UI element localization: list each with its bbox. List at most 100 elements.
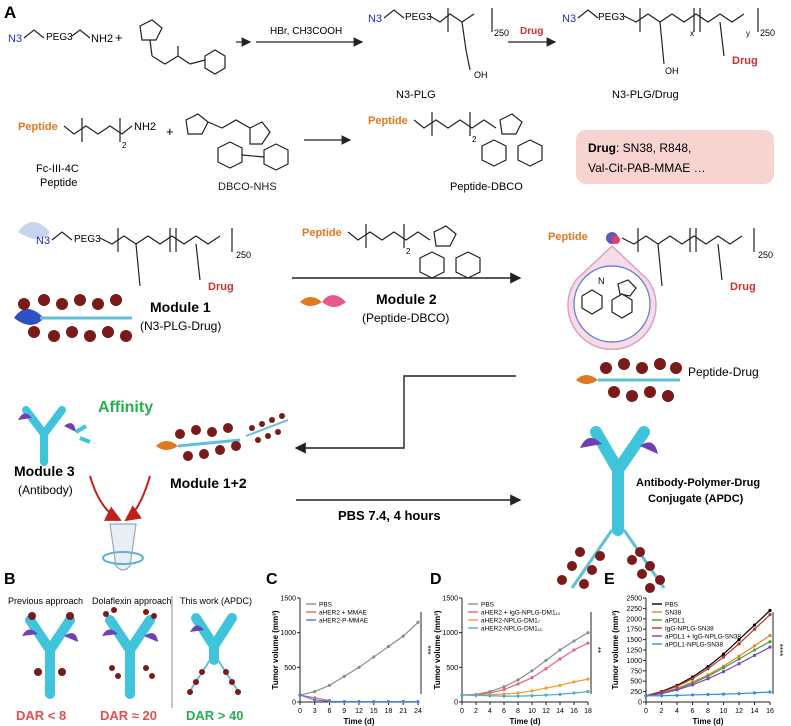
data-point: [572, 639, 576, 643]
x-tick-label: 10: [528, 708, 536, 715]
conjugate-structure: Peptide 250 Drug: [548, 228, 773, 293]
data-point: [357, 665, 361, 669]
legend-entry: PBS: [319, 602, 333, 609]
y-tick-label: 250: [630, 689, 642, 696]
peptide-label-1: Peptide: [18, 121, 58, 133]
peptide-dbco-label: Peptide-DBCO: [450, 181, 523, 193]
x-tick-label: 24: [414, 708, 422, 715]
drug-label-row1: Drug: [732, 55, 758, 67]
data-point: [357, 700, 361, 704]
data-point: [327, 699, 332, 703]
data-point: [752, 653, 757, 658]
oh-label-3: OH: [665, 66, 679, 76]
legend-entry: aHER2-P-MMAE: [319, 618, 369, 625]
dar-previous: DAR < 8: [16, 708, 66, 723]
x-tick-label: 16: [570, 708, 578, 715]
n250-label-5: 250: [758, 250, 773, 260]
x-tick-label: 6: [691, 708, 695, 715]
panelb-col2-label: Dolaflexin approach: [92, 596, 172, 606]
x-tick-label: 12: [542, 708, 550, 715]
series-line: [461, 642, 589, 696]
x-tick-label: 4: [675, 708, 679, 715]
data-point: [544, 693, 548, 697]
data-point: [558, 648, 562, 652]
data-point: [386, 644, 391, 649]
data-point: [752, 627, 757, 631]
data-point: [530, 694, 534, 698]
apdc-this-work-cartoon: [187, 613, 241, 695]
series-line: [299, 621, 419, 696]
drug-label-conjugate: Drug: [730, 281, 756, 293]
data-point: [659, 694, 664, 698]
x-tick-label: 0: [460, 708, 464, 715]
data-point: [460, 693, 464, 697]
data-point: [544, 667, 548, 671]
data-point: [530, 669, 534, 673]
x-tick-label: 9: [342, 708, 346, 715]
drug-list-box: Drug: SN38, R848, Val-Cit-PAB-MMAE …: [576, 130, 774, 184]
data-point: [586, 677, 590, 681]
drug-box-line2: Val-Cit-PAB-MMAE …: [588, 161, 706, 175]
y-tick-label: 1000: [280, 630, 296, 637]
x-tick-label: 15: [370, 708, 378, 715]
data-point: [737, 638, 741, 642]
panel-label-d: D: [430, 571, 442, 588]
data-point: [768, 640, 772, 644]
module1-label: Module 1: [150, 299, 211, 315]
data-point: [342, 674, 346, 678]
y-sub-label: y: [746, 29, 750, 38]
x-sub-label: x: [690, 29, 694, 38]
x-tick-label: 2: [660, 708, 664, 715]
oh-label: OH: [474, 70, 488, 80]
data-point: [342, 700, 346, 704]
data-point: [401, 700, 405, 704]
apdc-label-1: Antibody-Polymer-Drug: [636, 477, 760, 489]
y-tick-label: 1750: [626, 627, 642, 634]
data-point: [298, 693, 302, 697]
peptide-drug-cartoon: [576, 358, 682, 402]
data-point: [706, 677, 710, 681]
n3-plg-drug-structure: N3 PEG3 x y 250 OH Drug N3-PLG/Drug: [562, 8, 775, 101]
x-tick-label: 12: [735, 708, 743, 715]
y-axis-label: Tumor volume (mm³): [433, 610, 442, 689]
x-tick-label: 8: [516, 708, 520, 715]
data-point: [737, 654, 741, 658]
x-tick-label: 2: [474, 708, 478, 715]
sub2-label-3: 2: [406, 247, 411, 256]
module1-cartoon: [14, 294, 132, 342]
data-point: [675, 688, 679, 692]
legend-entry: IgG-NPLG-SN38: [665, 626, 714, 633]
click-triazole-zoom: N: [567, 244, 657, 350]
x-axis-label: Time (d): [344, 717, 375, 726]
data-point: [721, 692, 726, 696]
series-line: [461, 632, 589, 696]
n3-label: N3: [8, 33, 22, 45]
legend-entry: aPDL1 + IgG-NPLG-SN38: [665, 634, 741, 641]
n250-label-4: 250: [236, 250, 251, 260]
data-point: [372, 655, 376, 659]
module2-cartoon: [300, 295, 346, 307]
data-point: [572, 648, 576, 652]
panel-label-b: B: [4, 571, 16, 588]
panel-label-c: C: [266, 571, 278, 588]
data-point: [516, 682, 520, 686]
x-axis-label: Time (d): [510, 717, 541, 726]
module3-label: Module 3: [14, 463, 75, 479]
mixing-arrow-right: [124, 475, 151, 522]
x-tick-label: 10: [720, 708, 728, 715]
data-point: [690, 683, 695, 687]
series-line: [645, 646, 771, 697]
data-point: [752, 691, 757, 695]
dar-this-work: DAR > 40: [186, 708, 243, 723]
data-point: [706, 692, 710, 697]
return-arrow: [294, 375, 516, 454]
panel-label-a: A: [4, 3, 16, 22]
y-tick-label: 2250: [626, 606, 642, 613]
data-point: [586, 641, 590, 645]
drug-box-line1: : SN38, R848,: [616, 141, 691, 155]
significance-label: **: [593, 647, 602, 653]
x-tick-label: 0: [298, 708, 302, 715]
